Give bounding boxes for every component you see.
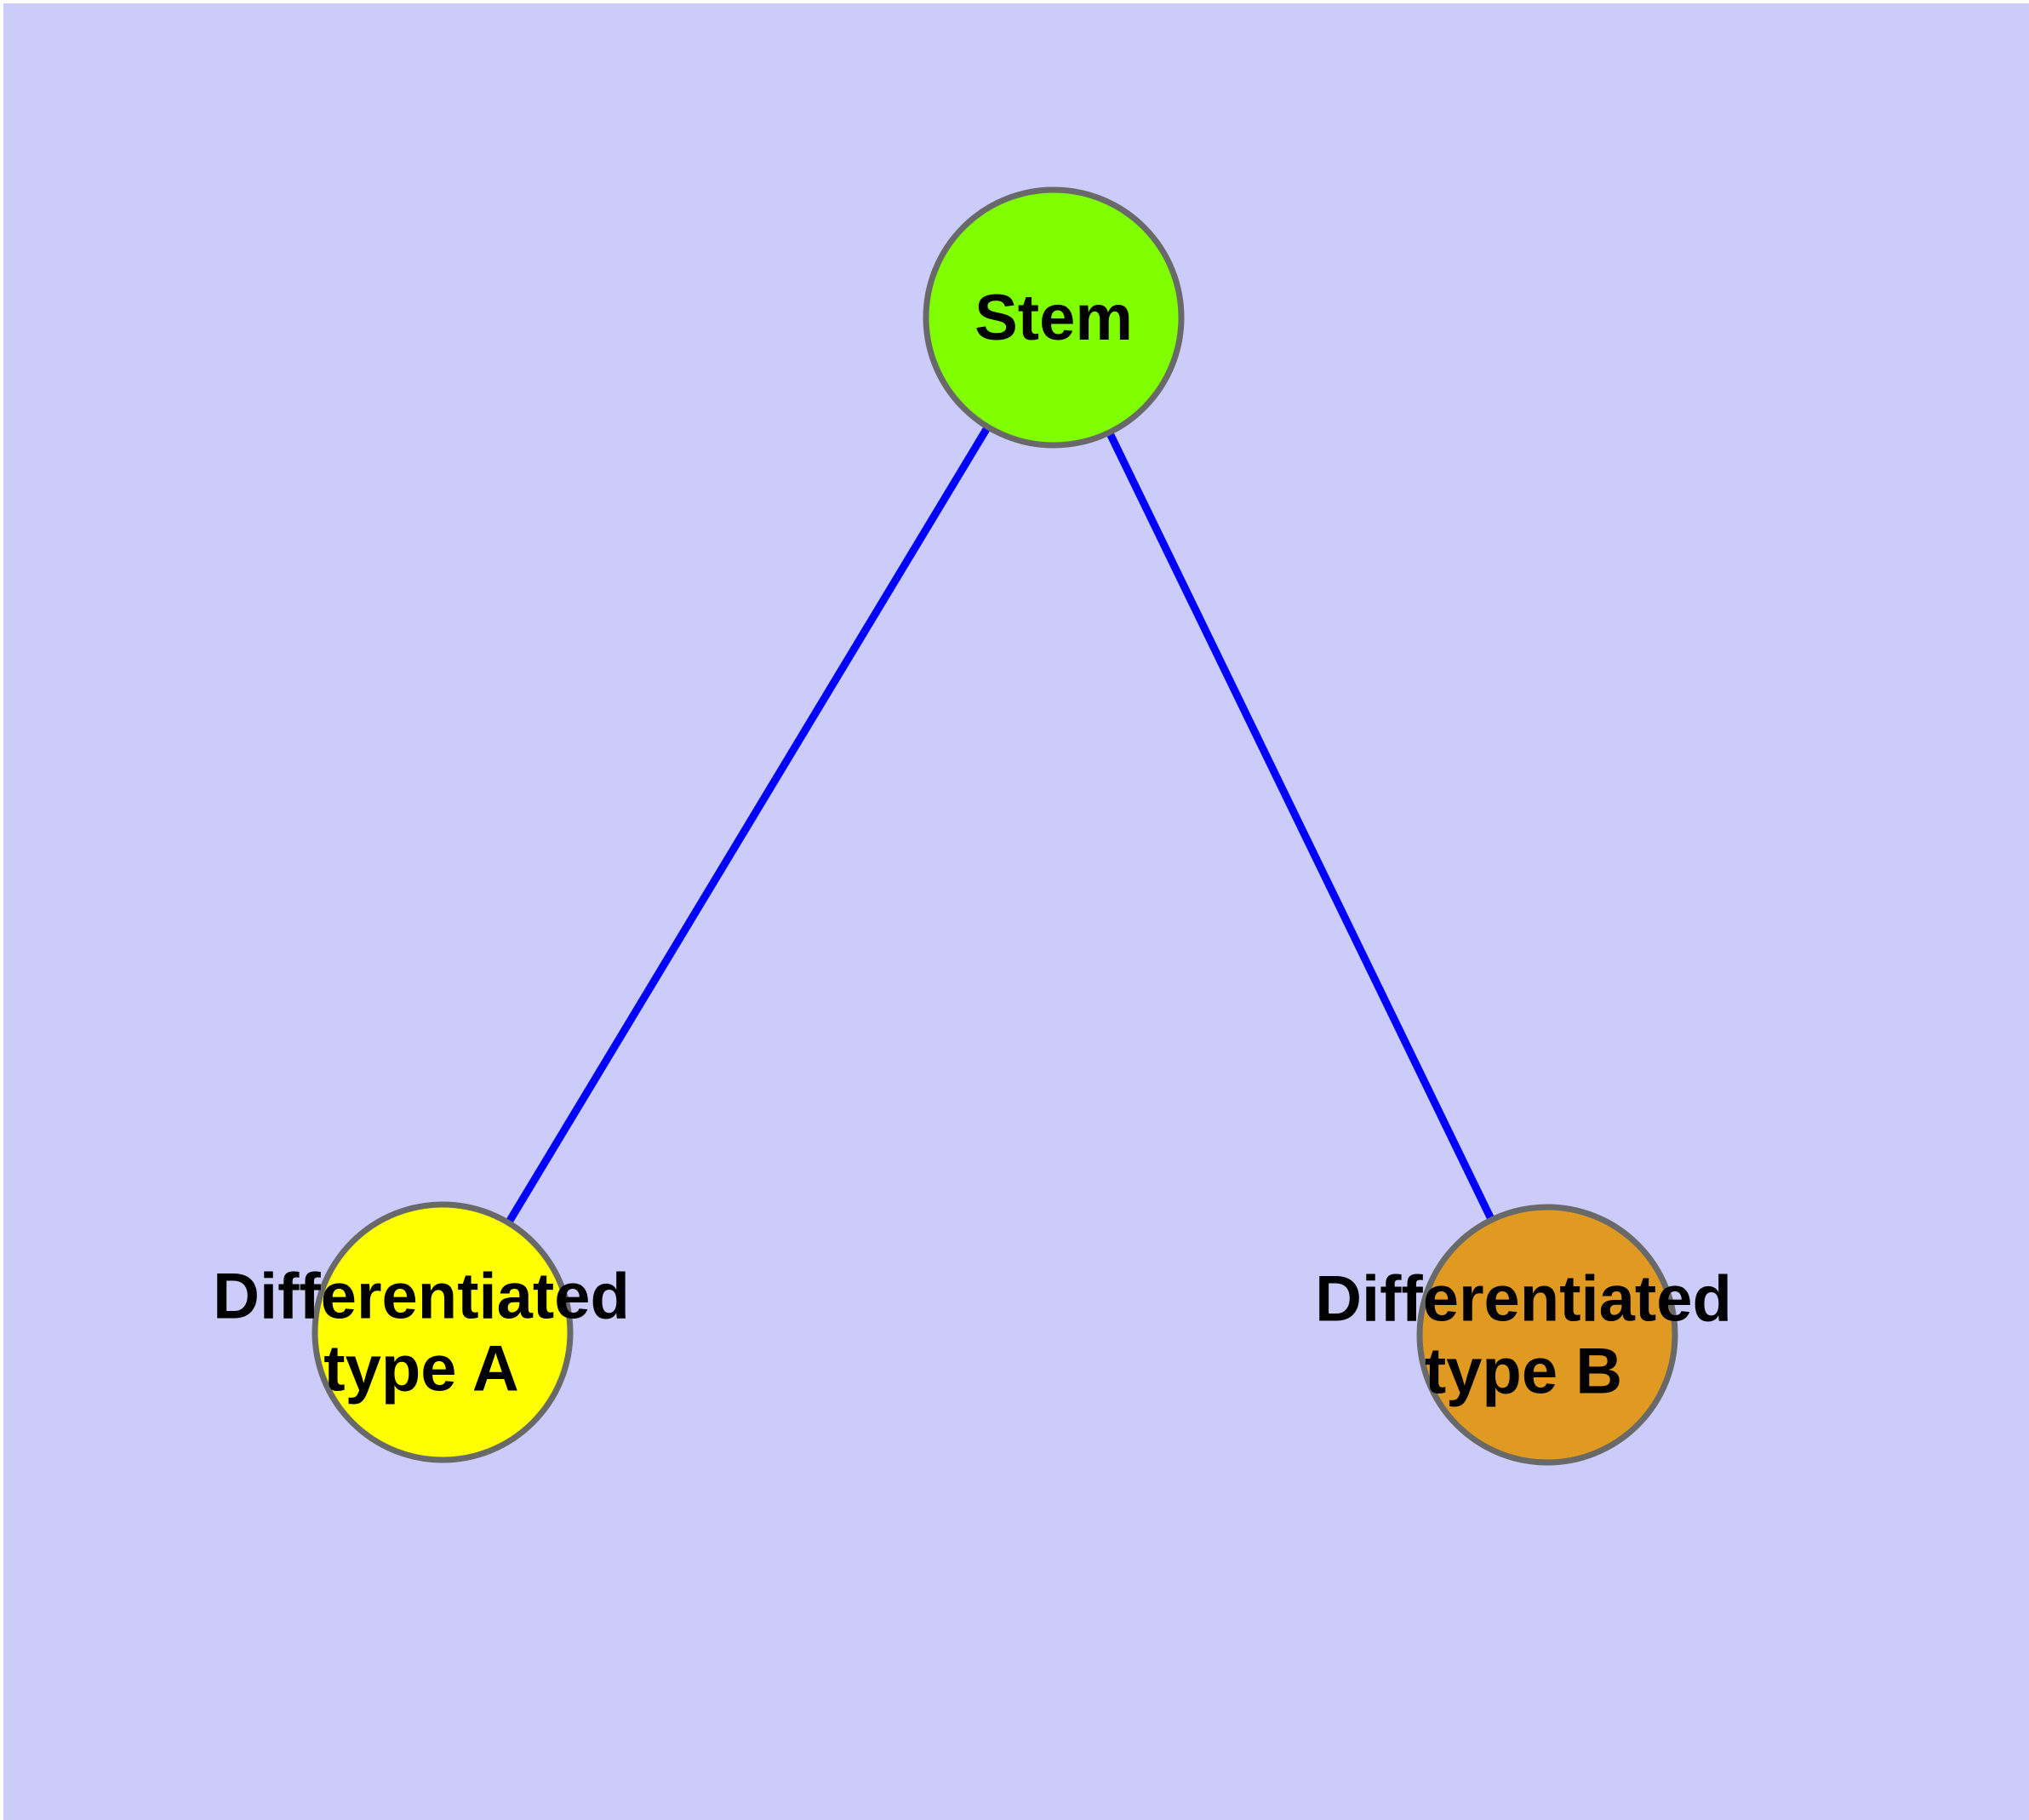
node-stem[interactable] <box>923 186 1185 449</box>
node-circle-differentiated-type-b[interactable] <box>1416 1204 1678 1466</box>
edge-layer <box>506 426 1495 1224</box>
node-differentiated-type-a[interactable] <box>311 1201 574 1463</box>
edge-stem-to-differentiated-type-b[interactable] <box>1106 432 1495 1221</box>
node-circle-differentiated-type-a[interactable] <box>311 1201 574 1463</box>
node-circle-stem[interactable] <box>923 186 1185 449</box>
node-layer <box>311 186 1678 1466</box>
edge-stem-to-differentiated-type-a[interactable] <box>506 426 991 1224</box>
node-label-stem: Stem <box>974 282 1133 354</box>
node-differentiated-type-b[interactable] <box>1416 1204 1678 1466</box>
